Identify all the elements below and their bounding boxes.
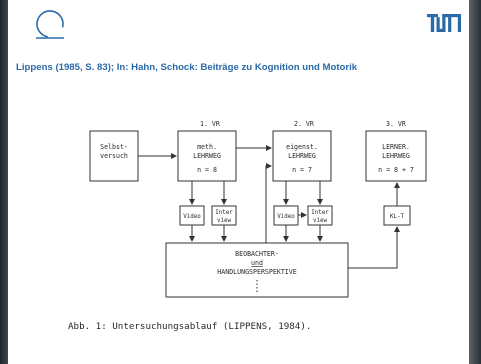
- perspective-line2: und: [251, 259, 263, 267]
- interview1-line2: view: [217, 218, 231, 224]
- background-right-edge: [469, 0, 481, 364]
- vr2-line3: n = 7: [292, 166, 312, 174]
- vr3-header: 3. VR: [386, 120, 406, 128]
- selbst-line1: Selbst-: [100, 143, 128, 151]
- slide: Lippens (1985, S. 83); In: Hahn, Schock:…: [8, 0, 469, 364]
- vr2-header: 2. VR: [294, 120, 314, 128]
- vr1-line3: n = 8: [197, 166, 217, 174]
- research-flow-diagram: 1. VR 2. VR 3. VR Selbst- versuch meth. …: [8, 0, 469, 364]
- vr3-line1: LERNER.: [382, 143, 410, 151]
- vr1-header: 1. VR: [200, 120, 220, 128]
- perspective-line1: BEOBACHTER-: [235, 250, 279, 258]
- vr2-line1: eigenst.: [286, 143, 318, 151]
- interview2-line1: Inter: [311, 210, 329, 216]
- perspective-line3: HANDLUNGSPERSPEKTIVE: [217, 268, 296, 276]
- video1-label: Video: [183, 214, 201, 220]
- interview1-line1: Inter: [215, 210, 233, 216]
- klt-label: KL-T: [390, 214, 404, 220]
- selbst-line2: versuch: [100, 152, 128, 160]
- vr3-line3: n = 8 + 7: [378, 166, 414, 174]
- video2-label: Video: [277, 214, 295, 220]
- vr2-line2: LEHRWEG: [288, 152, 316, 160]
- vr3-line2: LEHRWEG: [382, 152, 410, 160]
- vr1-line2: LEHRWEG: [193, 152, 221, 160]
- figure-caption: Abb. 1: Untersuchungsablauf (LIPPENS, 19…: [68, 321, 311, 332]
- vr1-line1: meth.: [197, 143, 217, 151]
- interview2-line2: view: [313, 218, 327, 224]
